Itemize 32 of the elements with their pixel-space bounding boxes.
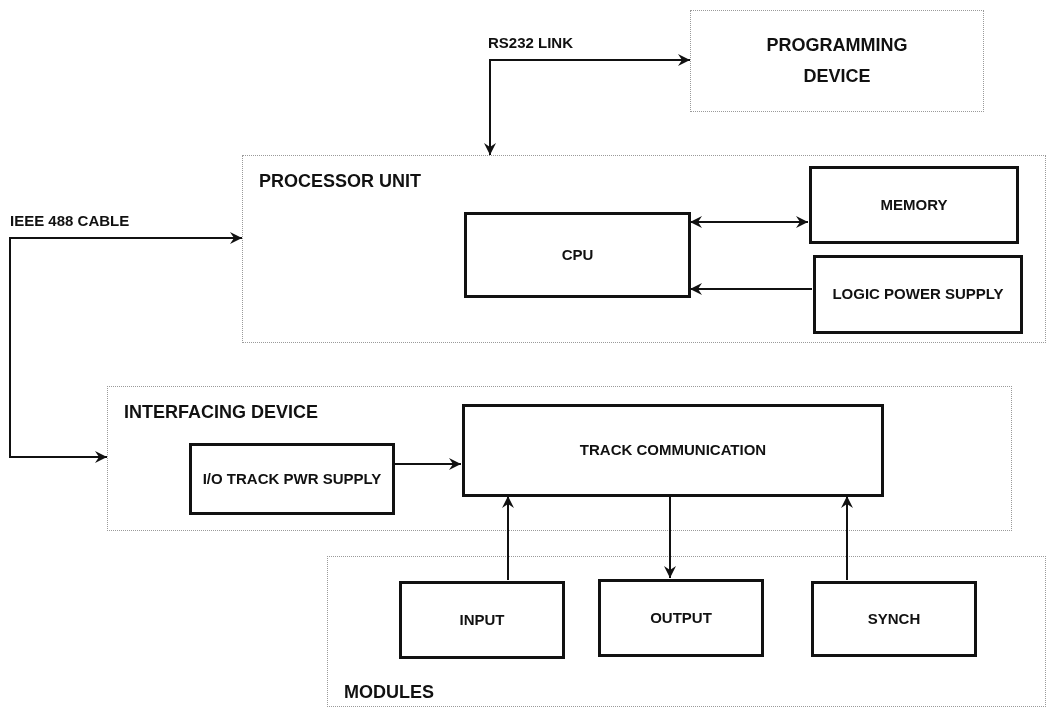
box-label: TRACK COMMUNICATION — [579, 440, 767, 461]
arrow — [689, 283, 813, 295]
process-box — [809, 166, 1019, 244]
process-box — [462, 404, 884, 497]
arrow — [664, 495, 676, 579]
process-box — [399, 581, 565, 659]
group-panel — [242, 155, 1046, 343]
group-title: INTERFACING DEVICE — [124, 401, 319, 424]
process-box — [813, 255, 1023, 334]
process-box — [189, 443, 395, 515]
process-box — [811, 581, 977, 657]
arrow — [689, 216, 809, 228]
arrow — [9, 232, 243, 463]
box-label: OUTPUT — [650, 607, 712, 628]
group-title: PROCESSOR UNIT — [259, 170, 422, 193]
group-panel — [107, 386, 1012, 531]
group-panel — [690, 10, 984, 112]
arrow — [393, 458, 462, 470]
box-label: SYNCH — [867, 608, 921, 629]
process-box — [598, 579, 764, 657]
group-title: MODULES — [344, 681, 434, 704]
box-label: I/O TRACK PWR SUPPLY — [202, 468, 382, 489]
process-box — [464, 212, 691, 298]
box-label: INPUT — [459, 609, 505, 630]
group-panel — [327, 556, 1046, 707]
box-label: CPU — [561, 244, 594, 265]
group-title: PROGRAMMING DEVICE — [765, 34, 909, 88]
arrow — [484, 54, 691, 156]
arrow — [502, 495, 514, 581]
arrow — [841, 495, 853, 581]
box-label: LOGIC POWER SUPPLY — [832, 284, 1004, 305]
box-label: MEMORY — [880, 194, 948, 215]
